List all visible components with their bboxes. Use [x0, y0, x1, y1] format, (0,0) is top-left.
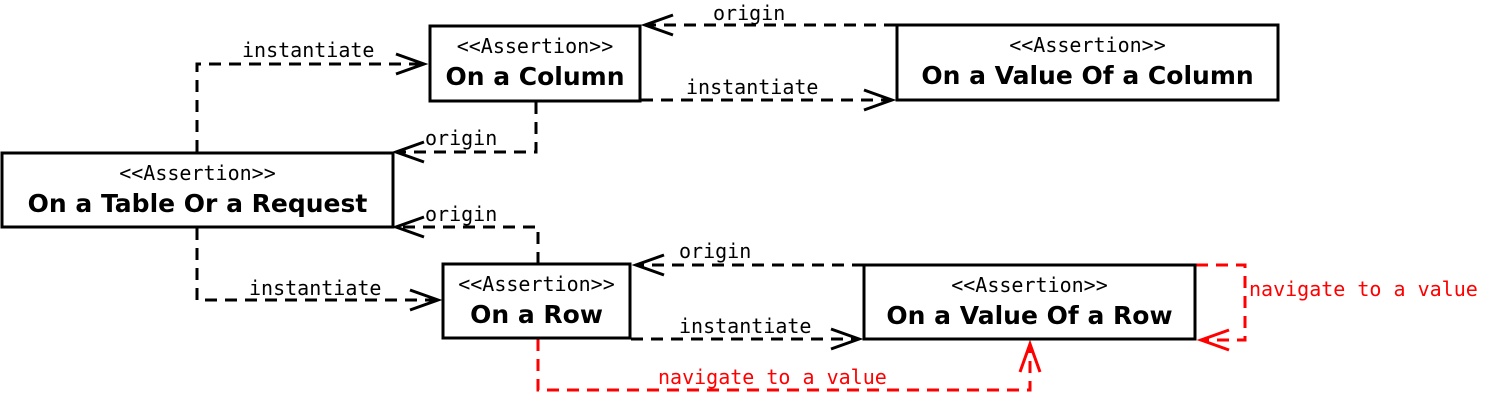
edge-label-instantiate: instantiate [242, 38, 374, 62]
open-arrowhead [863, 88, 897, 112]
node-stereotype: <<Assertion>> [951, 273, 1108, 297]
node-stereotype: <<Assertion>> [1009, 33, 1166, 57]
open-arrowhead [640, 13, 674, 37]
open-arrowhead [830, 327, 864, 351]
edge-value-of-row-self-navigation: navigate to a value [1196, 263, 1478, 352]
node-name: On a Row [470, 300, 603, 329]
edge-label-origin: origin [425, 126, 497, 150]
open-arrowhead [391, 140, 425, 164]
edge-label-origin: origin [679, 239, 751, 263]
edge-label-instantiate: instantiate [686, 75, 818, 99]
node-name: On a Value Of a Column [921, 61, 1253, 90]
open-arrowhead [395, 52, 429, 76]
edge-column-to-value-of-column: instantiate [641, 75, 897, 112]
edge-row-navigate-to-value-of-row: navigate to a value [536, 339, 1042, 392]
node-on-a-value-of-a-column: <<Assertion>> On a Value Of a Column [895, 23, 1280, 102]
node-stereotype: <<Assertion>> [457, 34, 614, 58]
edge-row-to-value-of-row: instantiate [631, 314, 864, 351]
open-arrowhead [391, 215, 425, 239]
node-stereotype: <<Assertion>> [119, 161, 276, 185]
open-arrowhead [409, 288, 443, 312]
node-stereotype: <<Assertion>> [458, 272, 615, 296]
edge-label-origin: origin [425, 202, 497, 226]
open-arrowhead [1196, 328, 1230, 352]
node-name: On a Value Of a Row [886, 301, 1172, 330]
edge-row-to-table: origin [391, 202, 540, 264]
node-name: On a Table Or a Request [28, 189, 368, 218]
edge-column-to-table: origin [391, 102, 538, 164]
edge-label-navigate-to-a-value: navigate to a value [658, 365, 887, 389]
edge-value-of-row-to-row: origin [631, 239, 864, 277]
open-arrowhead [1018, 339, 1042, 373]
node-on-a-column: <<Assertion>> On a Column [428, 24, 642, 103]
edge-table-to-row: instantiate [195, 228, 443, 312]
node-on-a-value-of-a-row: <<Assertion>> On a Value Of a Row [862, 263, 1197, 341]
edge-label-instantiate: instantiate [249, 276, 381, 300]
edge-label-instantiate: instantiate [679, 314, 811, 338]
open-arrowhead [631, 253, 665, 277]
edge-label-origin: origin [713, 1, 785, 25]
edge-value-of-column-to-column: origin [640, 1, 896, 37]
edge-table-to-column: instantiate [195, 38, 429, 152]
node-on-a-row: <<Assertion>> On a Row [441, 262, 632, 340]
node-on-a-table-or-a-request: <<Assertion>> On a Table Or a Request [0, 151, 395, 229]
edge-label-navigate-to-a-value: navigate to a value [1249, 277, 1478, 301]
node-name: On a Column [445, 62, 624, 91]
